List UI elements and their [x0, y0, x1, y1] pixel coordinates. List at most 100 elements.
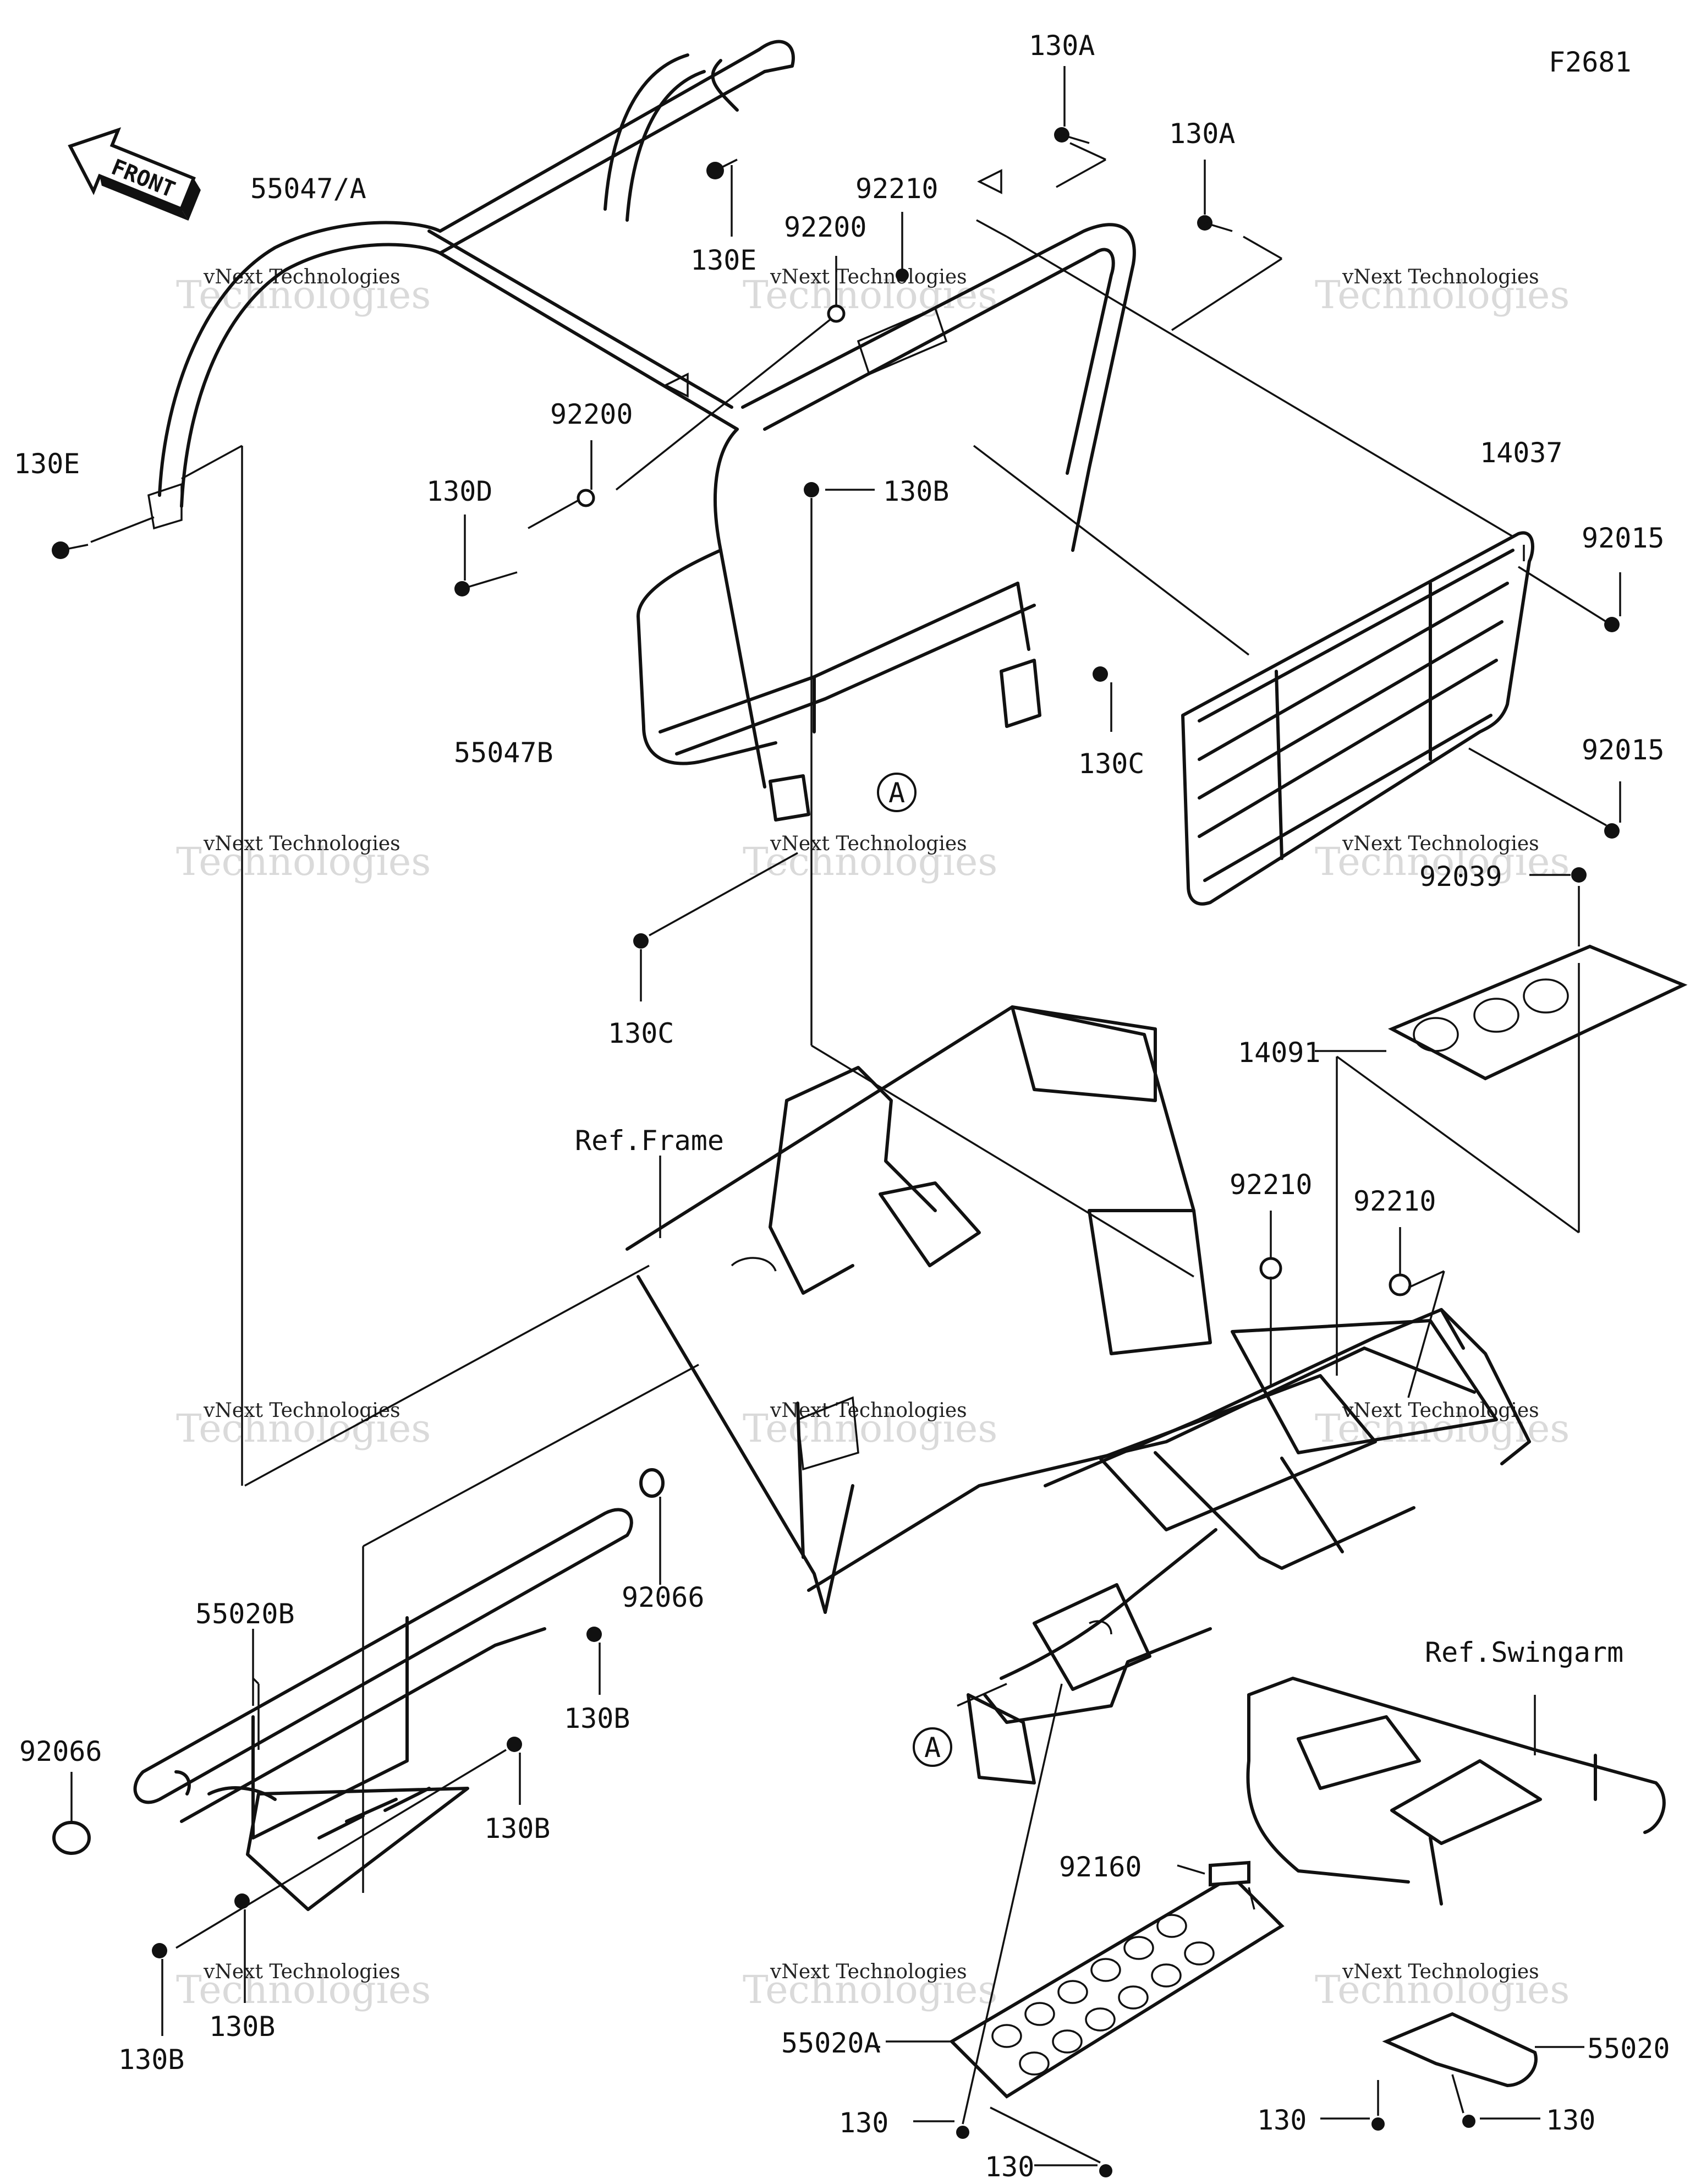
part-label: 130	[985, 2151, 1034, 2183]
watermark-big: Technologies	[1315, 1967, 1570, 2012]
part-label: 92210	[855, 173, 939, 205]
front-arrow-icon: FRONT	[68, 127, 201, 221]
part-label: 55047/A	[250, 173, 366, 205]
watermark-small: vNext Technologies	[203, 1399, 400, 1422]
watermark-big: Technologies	[1315, 839, 1570, 884]
watermark-big: Technologies	[176, 839, 431, 884]
part-label: 130B	[118, 2044, 184, 2076]
part-labels: 130A 130A 55047/A 92210 92200 130E 130E …	[14, 30, 1670, 2183]
part-label: 55020B	[195, 1598, 295, 1630]
bolt-icon	[804, 482, 819, 497]
bolt-icon	[956, 2126, 969, 2139]
callout-a-label: A	[888, 777, 905, 809]
watermark-small: vNext Technologies	[1342, 266, 1539, 288]
callout-a-top: A	[877, 773, 917, 812]
part-label: 130	[1546, 2104, 1595, 2136]
rear-skid-55020	[1382, 2012, 1538, 2088]
bolt-icon	[454, 571, 518, 596]
watermark-small: vNext Technologies	[770, 1961, 967, 1983]
watermark-big: Technologies	[176, 1967, 431, 2012]
ref-frame-label: Ref.Frame	[575, 1125, 724, 1157]
nut-icon	[1389, 1273, 1412, 1296]
bolt-icon	[507, 1737, 522, 1752]
clip-icon	[1571, 867, 1587, 883]
skid-plate-55020a	[949, 1874, 1285, 2099]
part-label: 55047B	[454, 737, 553, 769]
plate-14091	[1387, 944, 1688, 1081]
part-label: 130C	[1078, 748, 1144, 780]
bolt-icon	[586, 1627, 602, 1642]
part-label: 14091	[1238, 1037, 1321, 1069]
part-label: 130B	[564, 1703, 630, 1734]
part-label: 130A	[1169, 118, 1235, 150]
watermark-big: Technologies	[1315, 272, 1570, 318]
bolt-icon	[1371, 2117, 1385, 2131]
watermark-small: vNext Technologies	[770, 266, 967, 288]
nut-icon	[1259, 1257, 1282, 1280]
part-label: 130B	[883, 475, 949, 507]
nut-icon	[1604, 823, 1620, 839]
part-label: 130E	[690, 244, 756, 276]
watermark-big: Technologies	[743, 839, 997, 884]
part-label: 92210	[1230, 1169, 1313, 1201]
plate-92160	[1209, 1860, 1250, 1887]
grommet-icon	[639, 1468, 665, 1498]
leader-lines	[70, 66, 1621, 2166]
watermark-big: Technologies	[176, 1406, 431, 1451]
callout-a-bottom: A	[913, 1727, 952, 1767]
bolt-icon	[234, 1893, 250, 1909]
watermark-big: Technologies	[743, 1967, 997, 2012]
watermark-big: Technologies	[743, 272, 997, 318]
part-label: 14037	[1480, 437, 1563, 469]
bolt-icon	[1099, 2164, 1112, 2177]
ref-swingarm-label: Ref.Swingarm	[1425, 1636, 1623, 1668]
bolt-icon	[152, 1943, 167, 1958]
part-label: 92200	[784, 211, 867, 243]
part-label: 92039	[1419, 861, 1502, 893]
bolt-icon	[1093, 666, 1108, 682]
watermark-small: vNext Technologies	[1342, 1399, 1539, 1422]
watermark-small: vNext Technologies	[203, 1961, 400, 1983]
part-label: 130E	[14, 448, 80, 480]
rack-14037	[1181, 531, 1534, 906]
roll-cage-55047a	[147, 40, 1002, 530]
part-label: 92160	[1059, 1851, 1142, 1883]
grommet-icon	[52, 1821, 91, 1855]
watermark-small: vNext Technologies	[1342, 1961, 1539, 1983]
fasteners	[52, 127, 1620, 2177]
part-label: 130B	[209, 2011, 275, 2043]
part-label: 92066	[19, 1736, 102, 1767]
part-label: 92015	[1582, 522, 1665, 554]
front-bumper-55020b	[133, 1508, 633, 1911]
part-label: 130	[839, 2107, 888, 2139]
swingarm	[1246, 1677, 1666, 1906]
part-label: 92200	[550, 398, 633, 430]
part-label: 130C	[608, 1017, 674, 1049]
washer-icon	[577, 489, 595, 507]
part-label: 130A	[1029, 30, 1095, 62]
part-label: 130	[1257, 2104, 1307, 2136]
rear-cage-55047b	[637, 223, 1136, 822]
diagram-code: F2681	[1549, 46, 1632, 78]
part-label: 92210	[1353, 1185, 1436, 1217]
watermark-small: vNext Technologies	[203, 833, 400, 855]
bolt-icon	[706, 158, 738, 179]
nut-icon	[896, 269, 909, 282]
part-label: 92066	[622, 1581, 705, 1613]
callout-a-label: A	[924, 1732, 941, 1764]
bolt-icon	[1462, 2115, 1475, 2128]
bolt-icon	[52, 541, 89, 559]
watermark-small: vNext Technologies	[770, 833, 967, 855]
bolt-icon	[633, 933, 649, 949]
bolt-icon	[1197, 215, 1233, 232]
washer-icon	[827, 304, 846, 323]
watermark-small: vNext Technologies	[1342, 833, 1539, 855]
part-label: 92015	[1582, 734, 1665, 766]
part-label: 130B	[484, 1813, 550, 1844]
part-label: 55020A	[781, 2027, 881, 2059]
watermark-small: vNext Technologies	[203, 266, 400, 288]
nut-icon	[1604, 617, 1620, 632]
